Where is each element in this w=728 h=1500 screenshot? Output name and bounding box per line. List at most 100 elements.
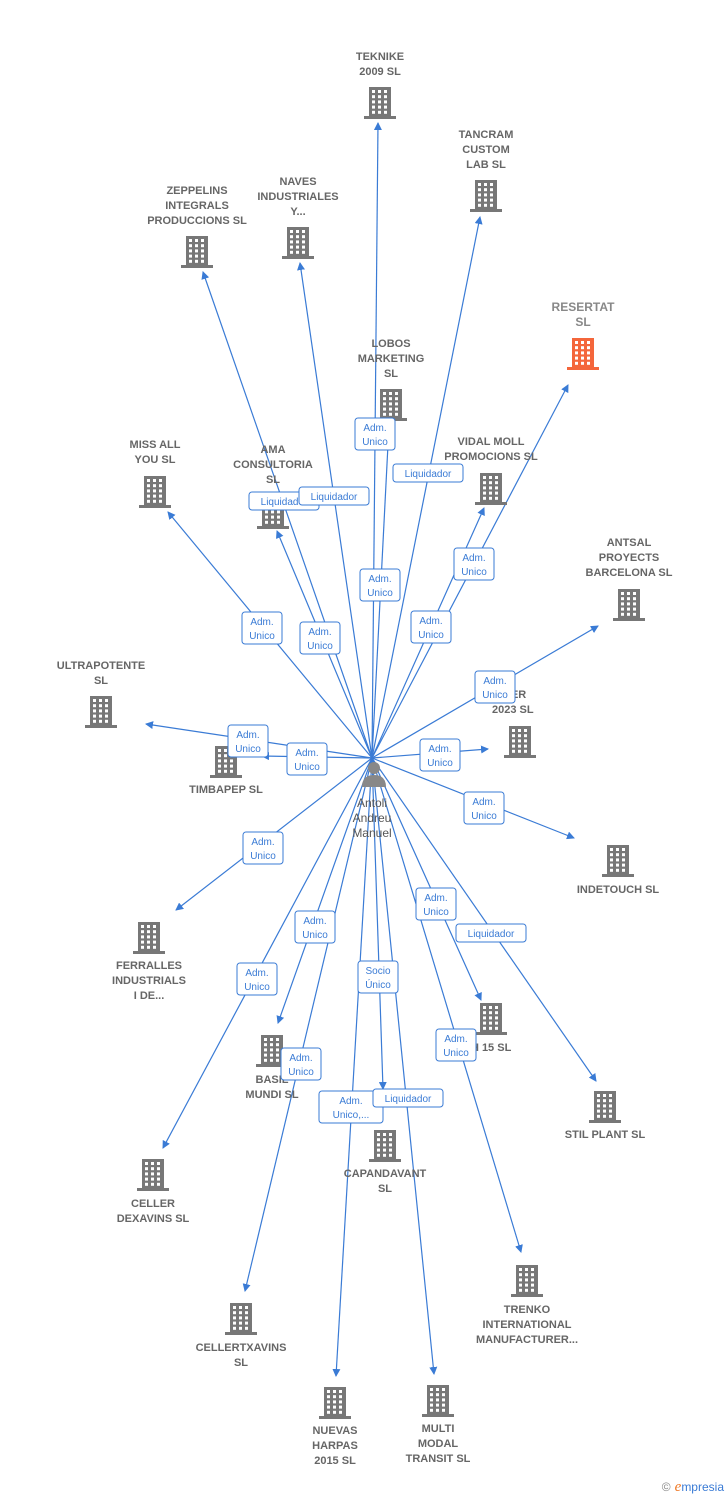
- relation-label-box: [474, 670, 516, 704]
- building-window: [489, 486, 492, 490]
- company-label-lobos-line-1: LOBOS: [371, 338, 410, 350]
- relation-label-basil[interactable]: Adm.Unico: [294, 910, 336, 944]
- building-base: [139, 505, 171, 508]
- building-window: [296, 240, 299, 244]
- building-window: [264, 1048, 267, 1052]
- company-label-capandavant-line-1: CAPANDAVANT: [344, 1168, 427, 1180]
- relation-label-ultrapotente[interactable]: Adm.Unico: [227, 724, 269, 758]
- building-window: [245, 1311, 248, 1315]
- relation-label-celler[interactable]: Adm.Unico: [236, 962, 278, 996]
- building-window: [233, 1326, 236, 1330]
- building-window: [147, 484, 150, 488]
- building-window: [483, 1011, 486, 1015]
- building-window: [151, 1167, 154, 1171]
- relation-label-text-line-1: Liquidador: [405, 469, 452, 480]
- relation-label-text-line-1: Adm.: [424, 893, 447, 904]
- building-window: [239, 1321, 242, 1325]
- building-base: [422, 1414, 454, 1417]
- building-window: [157, 1172, 160, 1176]
- building-window: [372, 90, 375, 93]
- footer-brand[interactable]: ©empresia: [662, 1479, 724, 1496]
- building-window: [622, 853, 625, 857]
- building-window: [271, 510, 274, 514]
- building-window: [389, 1133, 392, 1136]
- relation-label-resertat[interactable]: Adm.Unico: [453, 547, 495, 581]
- building-window: [442, 1388, 445, 1391]
- relation-label-lobos[interactable]: Adm.Unico: [359, 568, 401, 602]
- building-window: [531, 1268, 534, 1271]
- relation-label-tancram[interactable]: Liquidador: [392, 463, 464, 483]
- building-window: [233, 1306, 236, 1309]
- company-node-trenko[interactable]: TRENKOINTERNATIONALMANUFACTURER...: [476, 1265, 578, 1346]
- company-label-vidal-line-1: VIDAL MOLL: [457, 436, 524, 448]
- relation-label-nuevas[interactable]: Adm.Unico,...: [318, 1090, 384, 1124]
- relation-label-naves[interactable]: Liquidador: [298, 486, 370, 506]
- relation-label-rider[interactable]: Adm.Unico: [419, 738, 461, 772]
- relation-label-vidal[interactable]: Adm.Unico: [410, 610, 452, 644]
- relation-label-text-line-1: Adm.: [236, 730, 259, 741]
- building-window: [383, 1138, 386, 1142]
- relation-label-text-line-1: Adm.: [303, 916, 326, 927]
- company-node-stilplant[interactable]: STIL PLANT SL: [565, 1091, 646, 1141]
- building-window: [490, 188, 493, 192]
- relation-label-cellertxavins[interactable]: Adm.Unico: [280, 1047, 322, 1081]
- relation-label-antsal[interactable]: Adm.Unico: [474, 670, 516, 704]
- relation-edge-stilplant: [371, 757, 597, 1082]
- relation-label-text-line-1: Adm.: [339, 1096, 362, 1107]
- building-window: [153, 479, 156, 482]
- building-base: [602, 874, 634, 877]
- building-window: [378, 95, 381, 99]
- relation-label-timbapep[interactable]: Adm.Unico: [286, 742, 328, 776]
- building-window: [597, 1104, 600, 1108]
- person-node[interactable]: Antoli Andreu Manuel: [352, 762, 392, 840]
- relation-label-multi[interactable]: Liquidador: [372, 1088, 444, 1108]
- building-window: [490, 203, 493, 207]
- building-window: [610, 853, 613, 857]
- building-window: [372, 105, 375, 109]
- building-window: [383, 412, 386, 416]
- building-window: [339, 1390, 342, 1393]
- building-window: [276, 1043, 279, 1047]
- relation-label-teknike[interactable]: Adm.Unico: [354, 417, 396, 451]
- relation-label-zeppelins[interactable]: Adm.Unico: [299, 621, 341, 655]
- building-window: [525, 1283, 528, 1287]
- building-window: [339, 1405, 342, 1409]
- relation-label-ferralles[interactable]: Adm.Unico: [242, 831, 284, 865]
- building-window: [383, 1143, 386, 1147]
- company-node-indetouch[interactable]: INDETOUCH SL: [577, 845, 660, 896]
- building-window: [239, 1326, 242, 1330]
- company-node-naves[interactable]: NAVESINDUSTRIALESY...: [257, 176, 339, 259]
- relation-label-ah15[interactable]: Adm.Unico: [415, 887, 457, 921]
- relation-label-trenko[interactable]: Adm.Unico: [435, 1028, 477, 1062]
- building-window: [395, 397, 398, 401]
- relation-label-text-line-2: Único: [365, 978, 391, 991]
- building-window: [490, 198, 493, 202]
- relation-label-missall[interactable]: Adm.Unico: [241, 611, 283, 645]
- building-window: [277, 520, 280, 524]
- building-base: [369, 1159, 401, 1162]
- building-window: [610, 863, 613, 867]
- building-window: [512, 744, 515, 748]
- relation-label-indetouch[interactable]: Adm.Unico: [463, 791, 505, 825]
- company-label-trenko-line-2: INTERNATIONAL: [482, 1319, 571, 1331]
- relation-label-stilplant[interactable]: Liquidador: [455, 923, 527, 943]
- building-window: [483, 486, 486, 490]
